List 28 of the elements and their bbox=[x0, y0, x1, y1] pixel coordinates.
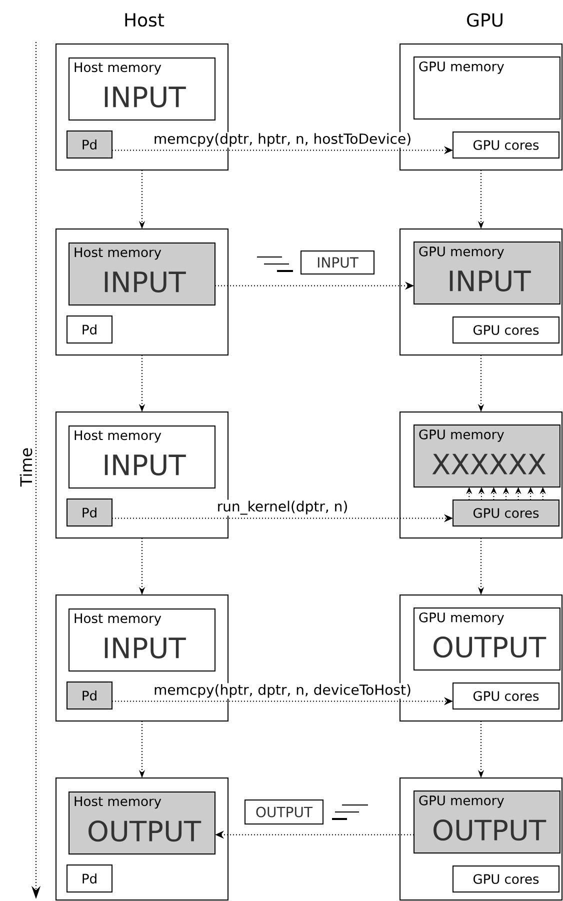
column-heading: GPU bbox=[467, 13, 502, 27]
edge-label: memcpy(dptr, hptr, n, hostToDevice) bbox=[152, 132, 413, 148]
unit-box: Pd bbox=[66, 682, 112, 710]
memory-box: GPU memory OUTPUT bbox=[414, 608, 560, 670]
axis-label: Time bbox=[20, 448, 32, 487]
edge-label: memcpy(hptr, dptr, n, deviceToHost) bbox=[152, 683, 412, 699]
edge-label: run_kernel(dptr, n) bbox=[216, 500, 350, 516]
unit-box: GPU cores bbox=[452, 316, 560, 344]
unit-box: GPU cores bbox=[452, 866, 560, 892]
column-heading: Host bbox=[125, 13, 164, 27]
unit-box: Pd bbox=[66, 316, 112, 344]
unit-box: GPU cores bbox=[452, 500, 560, 526]
unit-box: GPU cores bbox=[452, 132, 560, 158]
memory-box: Host memory INPUT bbox=[68, 608, 216, 672]
unit-box: Pd bbox=[66, 130, 112, 158]
data-box: OUTPUT bbox=[244, 800, 324, 824]
unit-box: Pd bbox=[66, 498, 112, 526]
memory-box: Host memory INPUT bbox=[68, 426, 216, 488]
memory-box: GPU memory bbox=[414, 56, 560, 120]
memory-box: GPU memory INPUT bbox=[414, 242, 560, 304]
memory-box: Host memory INPUT bbox=[68, 58, 216, 120]
memory-box: Host memory INPUT bbox=[68, 242, 216, 306]
memory-box: GPU memory OUTPUT bbox=[414, 790, 560, 854]
data-box: INPUT bbox=[300, 250, 374, 274]
memory-box: GPU memory XXXXXX bbox=[414, 424, 560, 488]
unit-box: GPU cores bbox=[452, 682, 560, 710]
memory-box: Host memory OUTPUT bbox=[68, 792, 216, 854]
unit-box: Pd bbox=[66, 864, 112, 892]
